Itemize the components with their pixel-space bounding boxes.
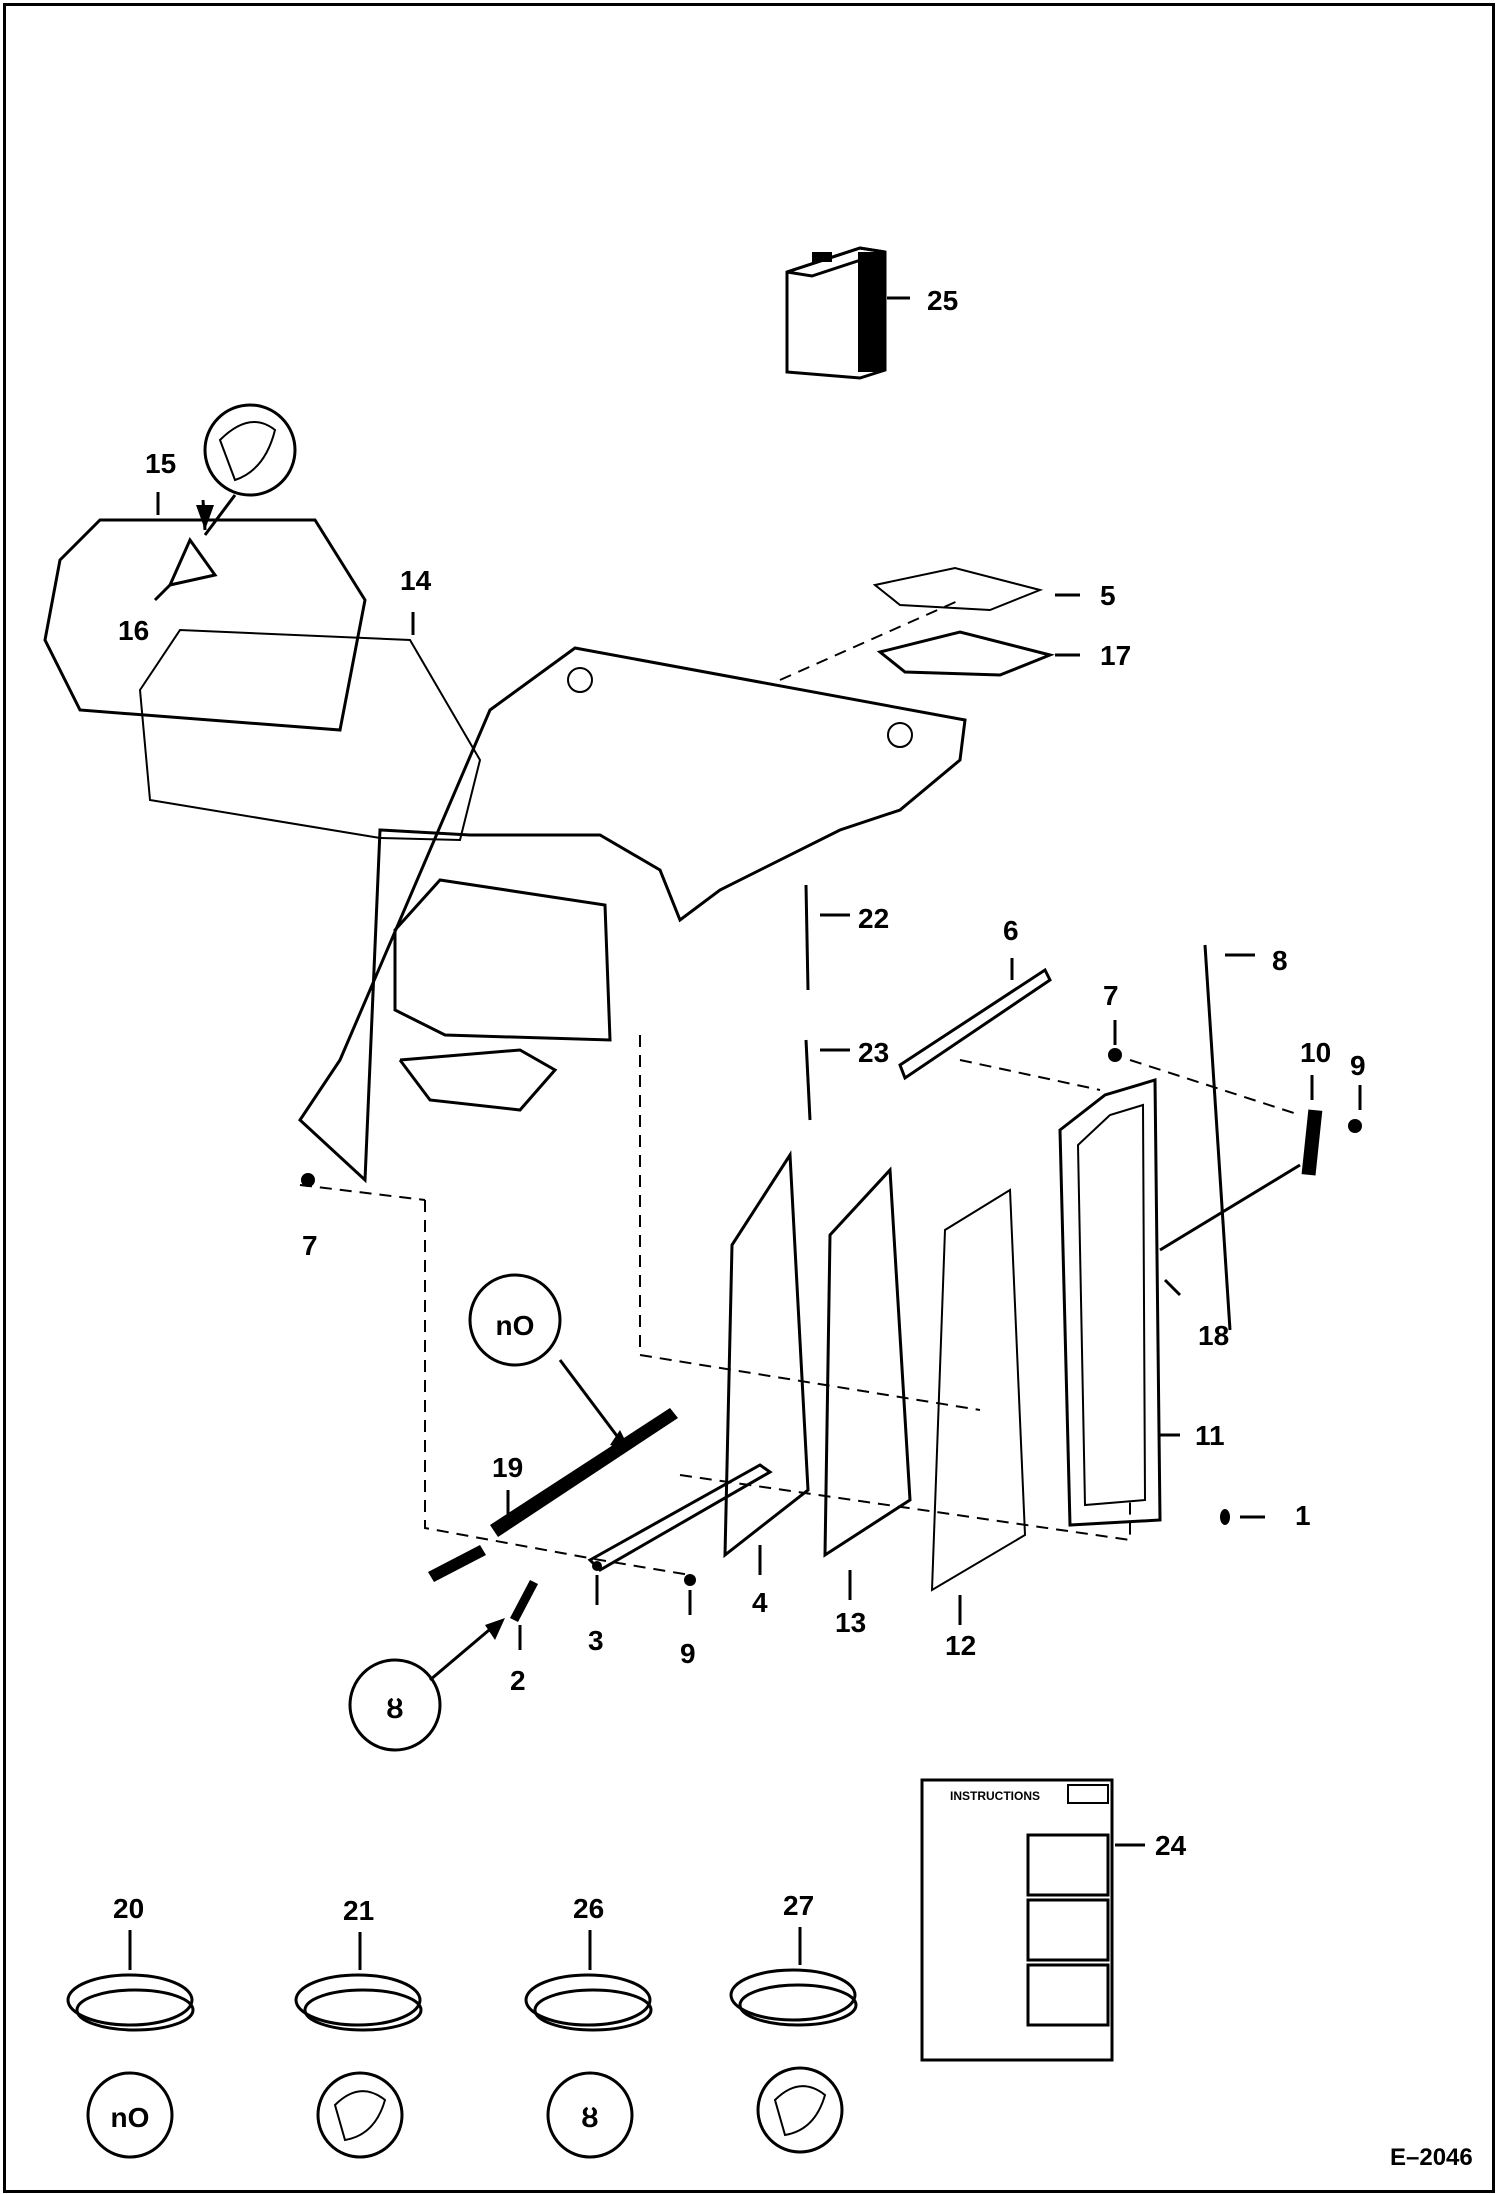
part-2-pads xyxy=(428,1545,538,1650)
svg-text:nO: nO xyxy=(111,2102,150,2133)
figure-id: E–2046 xyxy=(1390,2144,1473,2171)
part-25-decal-box xyxy=(785,246,910,380)
part-26-seal-coil: ȣ xyxy=(524,1930,653,2159)
globe-symbol-top xyxy=(203,403,297,536)
callout-9-upper: 9 xyxy=(1350,1050,1366,1081)
svg-text:nO: nO xyxy=(496,1310,535,1341)
callout-4: 4 xyxy=(752,1587,768,1618)
callout-23: 23 xyxy=(858,1037,889,1068)
page-border xyxy=(3,3,1495,2193)
part-12-glass xyxy=(930,1188,1027,1625)
part-24-instruction-sheet: INSTRUCTIONS xyxy=(920,1778,1145,2062)
part-11-door xyxy=(1058,1077,1301,1527)
callout-2: 2 xyxy=(510,1665,526,1696)
callout-25: 25 xyxy=(927,285,958,316)
callout-19: 19 xyxy=(492,1452,523,1483)
part-7-bolts xyxy=(301,1020,1122,1187)
part-17-roof-seal xyxy=(779,599,1080,681)
callout-6: 6 xyxy=(1003,915,1019,946)
callout-10: 10 xyxy=(1300,1037,1331,1068)
callout-labels: 1 2 3 4 5 6 7 7 8 9 9 10 11 12 13 14 15 … xyxy=(113,285,1366,1926)
callout-7-lower: 7 xyxy=(302,1230,318,1261)
part-14-front-glass xyxy=(138,612,482,842)
callout-3: 3 xyxy=(588,1625,604,1656)
part-22-rod xyxy=(804,884,850,991)
sheet-heading: INSTRUCTIONS xyxy=(950,1789,1040,1803)
part-3-sill-plate xyxy=(587,1463,773,1615)
part-10-latch xyxy=(1129,1059,1362,1176)
cab-shell xyxy=(298,646,967,1184)
callout-27: 27 xyxy=(783,1890,814,1921)
callout-20: 20 xyxy=(113,1893,144,1924)
callout-11: 11 xyxy=(1195,1420,1225,1451)
part-6-hinge-bar xyxy=(898,958,1052,1081)
callout-21: 21 xyxy=(343,1895,374,1926)
part-8-strip xyxy=(1203,944,1255,1331)
part-5-roof-cover xyxy=(872,566,1080,612)
callout-12: 12 xyxy=(945,1630,976,1661)
part-15-window-seal xyxy=(43,492,367,732)
callout-8: 8 xyxy=(1272,945,1288,976)
callout-17: 17 xyxy=(1100,640,1131,671)
part-27-seal-coil xyxy=(729,1927,858,2154)
callout-5: 5 xyxy=(1100,580,1116,611)
callout-22: 22 xyxy=(858,903,889,934)
callout-18: 18 xyxy=(1198,1320,1229,1351)
part-20-seal-coil: nO xyxy=(66,1930,195,2159)
assembly-lines xyxy=(299,1035,1131,1576)
part-21-seal-coil xyxy=(294,1932,423,2159)
part-1-washer xyxy=(1220,1509,1265,1525)
callout-24: 24 xyxy=(1155,1830,1187,1861)
callout-7-upper: 7 xyxy=(1103,980,1119,1011)
callout-13: 13 xyxy=(835,1607,866,1638)
callout-15: 15 xyxy=(145,448,176,479)
callout-1: 1 xyxy=(1295,1500,1311,1531)
part-13-glass-seal xyxy=(823,1166,912,1600)
callout-26: 26 xyxy=(573,1893,604,1924)
sealant-tube-symbol-mid: nO xyxy=(468,1273,630,1450)
bolt-ring-symbol-low: ȣ xyxy=(348,1618,505,1752)
callout-16: 16 xyxy=(118,615,149,646)
part-23-rod xyxy=(804,1039,850,1121)
part-19-sealant-bead xyxy=(490,1408,678,1537)
svg-text:ȣ: ȣ xyxy=(581,2102,599,2133)
svg-text:ȣ: ȣ xyxy=(386,1693,404,1724)
part-4-seal-frame xyxy=(723,1150,810,1575)
callout-14: 14 xyxy=(400,565,432,596)
callout-9-lower: 9 xyxy=(680,1638,696,1669)
